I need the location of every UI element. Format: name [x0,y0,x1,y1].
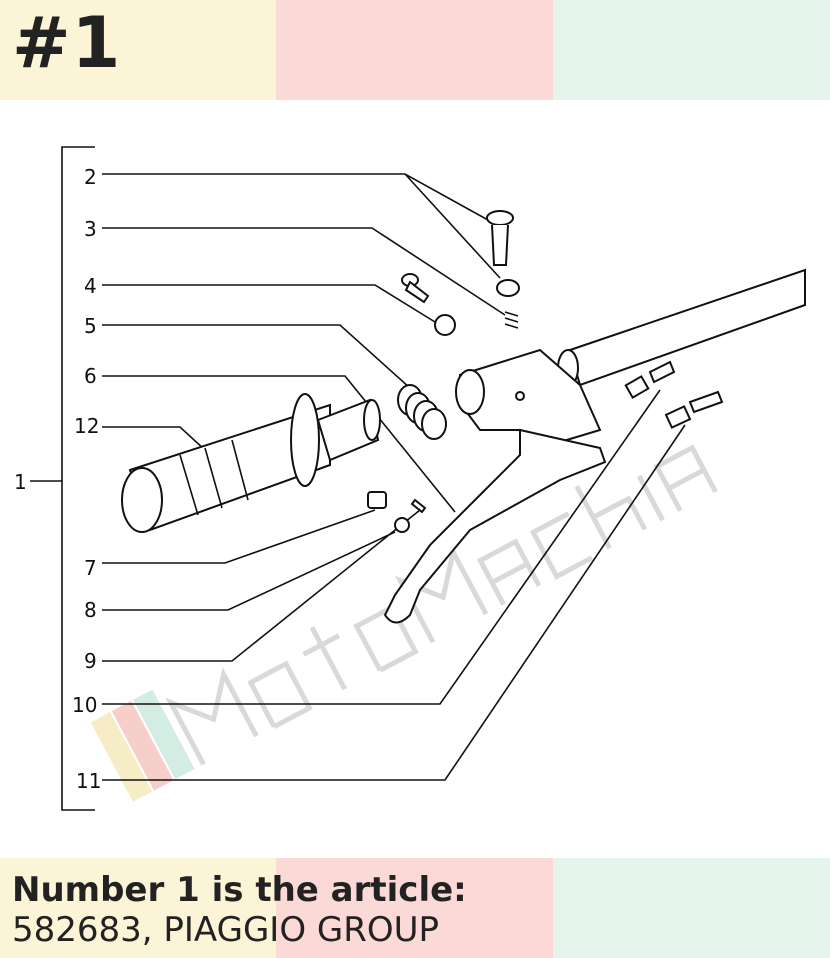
cable-adjuster-10 [624,360,676,399]
pivot-pin [486,210,520,297]
handlebar-tube [557,268,806,387]
cable-clamp [367,491,387,509]
handlebar-grip [121,393,381,533]
return-spring [397,384,447,440]
screw-4 [401,273,456,336]
assembly-bracket [30,146,95,811]
small-pin [410,498,427,514]
page-number: #1 [12,2,122,84]
exploded-parts-diagram: 2 3 4 5 6 12 1 7 8 9 10 11 [14,146,806,811]
callout-1: 1 [14,470,27,494]
caption-band [0,858,830,958]
callout-12: 12 [74,414,99,438]
lever-bracket [455,348,602,447]
callout-2: 2 [84,165,97,189]
callout-3: 3 [84,217,97,241]
header-band [0,0,830,100]
callout-4: 4 [84,274,97,298]
callout-7: 7 [84,556,97,580]
article-caption: Number 1 is the article: 582683, PIAGGIO… [12,870,467,950]
callout-10: 10 [72,693,97,717]
cable-adjuster-11 [664,390,724,429]
small-spring [504,311,519,329]
article-code: 582683, PIAGGIO GROUP [12,910,440,950]
callout-8: 8 [84,598,97,622]
brake-lever [383,428,607,624]
clamp-screw [394,517,410,533]
callout-11: 11 [76,769,101,793]
caption-title: Number 1 is the article: [12,870,467,910]
callout-9: 9 [84,649,97,673]
callout-6: 6 [84,364,97,388]
leader-lines [102,173,686,781]
callout-5: 5 [84,314,97,338]
